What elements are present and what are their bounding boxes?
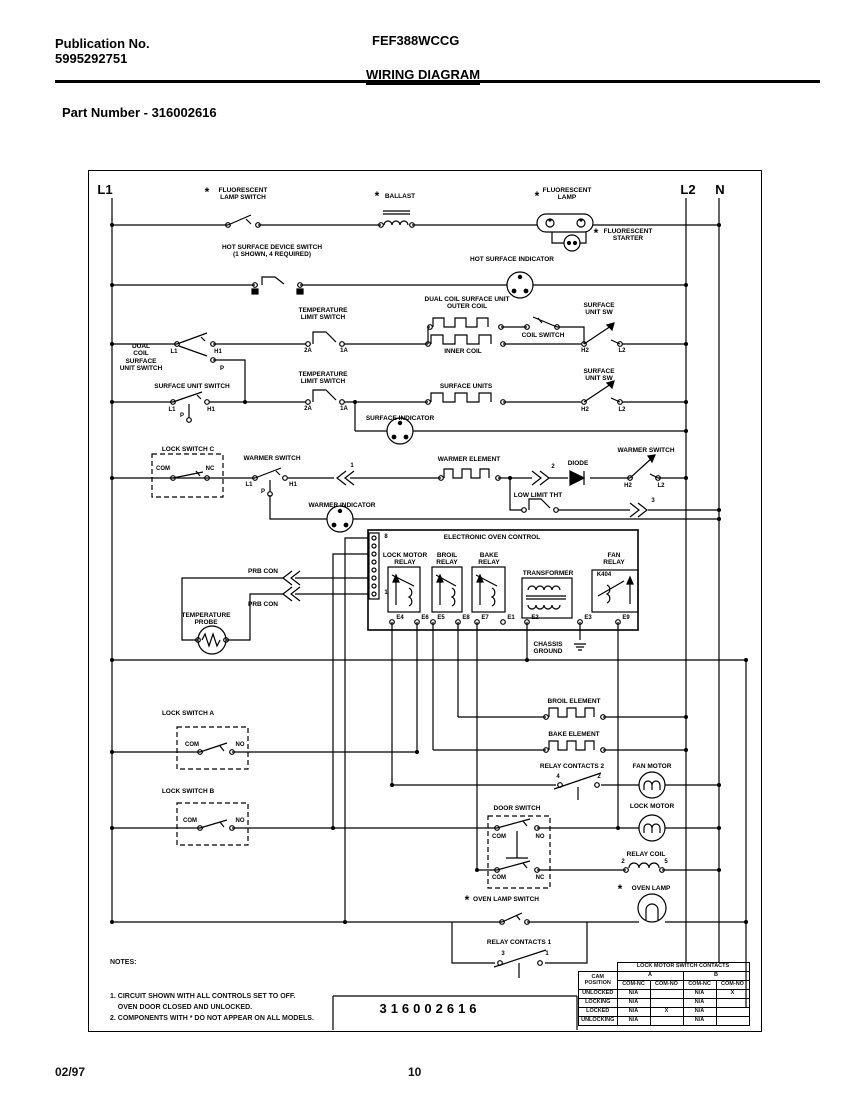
warmer-switch-right-symbol xyxy=(627,454,661,481)
footer-page: 10 xyxy=(408,1065,422,1079)
surface-unit-switch-symbol xyxy=(170,391,210,423)
table-cell: N/A xyxy=(616,998,651,1008)
fan-relay-symbol xyxy=(591,569,639,613)
prb-con-icon xyxy=(282,570,301,602)
relay-coil-symbol xyxy=(623,862,665,873)
warmer-switch-symbol xyxy=(252,467,288,497)
relay-contacts-2-symbol xyxy=(553,772,602,800)
temperature-probe-symbol xyxy=(195,625,229,655)
table-cell xyxy=(715,1016,750,1026)
table-cell: N/A xyxy=(682,989,717,999)
ballast-symbol xyxy=(378,210,415,228)
table-cell xyxy=(715,1007,750,1017)
part-number-stamp: 316002616 xyxy=(379,1001,481,1016)
table-cell: N/A xyxy=(682,1007,717,1017)
low-limit-tht-symbol xyxy=(521,498,559,513)
table-row-label: LOCKING xyxy=(578,998,618,1008)
warmer-element-symbol xyxy=(438,468,501,481)
table-cell xyxy=(649,989,684,999)
wires xyxy=(111,198,747,1030)
hot-surface-indicator-symbol xyxy=(506,271,534,299)
part-number: Part Number - 316002616 xyxy=(62,105,217,120)
table-cell xyxy=(649,1016,684,1026)
table-row-label: LOCKED xyxy=(578,1007,618,1017)
surface-unit-sw-symbol xyxy=(581,380,623,405)
dual-coil-surface-unit-switch-symbol xyxy=(174,332,216,363)
temperature-limit-switch-symbol xyxy=(305,331,345,347)
table-group: B xyxy=(682,971,750,981)
connector-3-icon xyxy=(629,502,648,518)
notes-list: 1. CIRCUIT SHOWN WITH ALL CONTROLS SET T… xyxy=(110,991,314,1025)
publication-number: 5995292751 xyxy=(55,51,128,66)
inner-coil-element-symbol xyxy=(425,334,506,347)
diagram-border xyxy=(88,170,762,1032)
broil-relay-symbol xyxy=(431,566,463,613)
table-cell: N/A xyxy=(616,1016,651,1026)
warmer-indicator-symbol xyxy=(326,505,354,533)
table-title: LOCK MOTOR SWITCH CONTACTS xyxy=(616,962,750,972)
table-group: A xyxy=(616,971,684,981)
connector-1-icon xyxy=(336,470,355,486)
hot-surface-device-switch-symbol xyxy=(251,276,304,295)
note-item: OVEN DOOR CLOSED AND UNLOCKED. xyxy=(110,1004,253,1012)
diode-symbol xyxy=(569,470,586,486)
footer-date: 02/97 xyxy=(55,1065,86,1079)
connector-2-icon xyxy=(531,470,550,486)
fluorescent-lamp-symbol xyxy=(536,213,594,233)
surface-indicator-symbol xyxy=(386,417,414,445)
table-cell: N/A xyxy=(616,1007,651,1017)
table-row-label: UNLOCKED xyxy=(578,989,618,999)
lock-motor-symbol xyxy=(638,814,666,842)
table-cell: N/A xyxy=(616,989,651,999)
door-switch-symbol xyxy=(487,815,551,889)
lock-switch-c-symbol xyxy=(151,453,224,498)
bake-element-symbol xyxy=(543,740,606,753)
lock-switch-b-symbol xyxy=(176,802,249,846)
table-subheader: COM-NO xyxy=(649,980,684,990)
surface-units-element-symbol xyxy=(425,392,506,405)
temperature-limit-switch-symbol xyxy=(305,389,345,405)
table-subheader: COM-NC xyxy=(682,980,717,990)
chassis-ground-icon xyxy=(574,643,586,651)
coil-switch-symbol xyxy=(524,316,560,330)
table-cell: X xyxy=(715,989,750,999)
lock-motor-relay-symbol xyxy=(387,566,421,613)
table-subheader: COM-NC xyxy=(616,980,651,990)
eoc-terminals xyxy=(389,619,621,625)
note-item: 2. COMPONENTS WITH * DO NOT APPEAR ON AL… xyxy=(110,1015,314,1023)
table-row-label: UNLOCKING xyxy=(578,1016,618,1026)
model-number: FEF388WCCG xyxy=(372,33,460,48)
fluorescent-starter-symbol xyxy=(551,232,587,252)
broil-element-symbol xyxy=(543,707,606,720)
oven-lamp-switch-symbol xyxy=(499,912,530,925)
notes-title: NOTES: xyxy=(110,959,137,967)
junction-dots xyxy=(110,223,748,924)
table-cell xyxy=(579,963,618,972)
publication-label: Publication No. xyxy=(55,36,150,51)
notes-block: NOTES: 1. CIRCUIT SHOWN WITH ALL CONTROL… xyxy=(110,935,314,1036)
table-cell: X xyxy=(649,1007,684,1017)
fan-motor-symbol xyxy=(638,771,666,799)
page-title: WIRING DIAGRAM xyxy=(366,67,481,85)
table-subheader: COM-NO xyxy=(715,980,750,990)
component-symbols xyxy=(151,210,667,968)
oven-lamp-symbol xyxy=(637,893,667,923)
table-cell xyxy=(649,998,684,1008)
transformer-symbol xyxy=(521,577,573,619)
outer-coil-element-symbol xyxy=(427,317,504,330)
surface-unit-sw-symbol xyxy=(581,322,623,347)
bake-relay-symbol xyxy=(471,566,506,613)
header-rule xyxy=(55,80,820,83)
electronic-oven-control-box xyxy=(367,529,639,631)
fluorescent-lamp-switch-symbol xyxy=(225,214,261,228)
table-cell: N/A xyxy=(682,1016,717,1026)
lock-switch-a-symbol xyxy=(176,726,249,770)
table-cell xyxy=(715,998,750,1008)
table-cell: N/A xyxy=(682,998,717,1008)
relay-contacts-1-symbol xyxy=(493,949,547,968)
note-item: 1. CIRCUIT SHOWN WITH ALL CONTROLS SET T… xyxy=(110,992,296,1000)
